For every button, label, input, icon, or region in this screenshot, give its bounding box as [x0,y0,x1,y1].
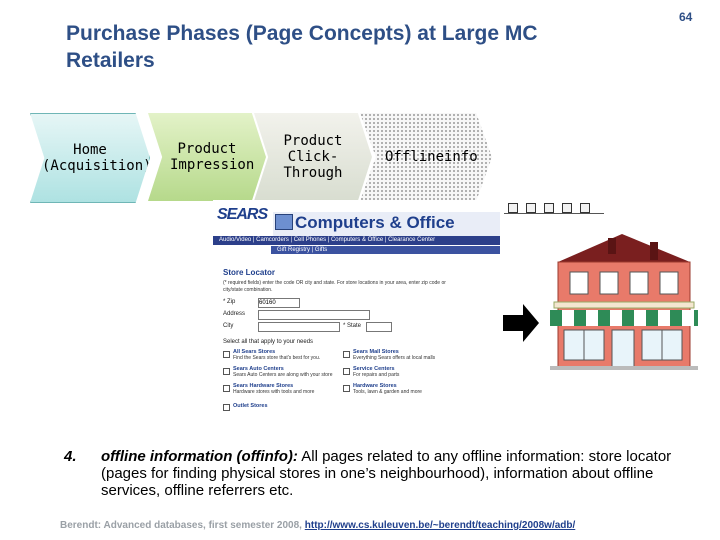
sears-logo: SEARS [217,206,268,223]
computer-icon [275,214,293,230]
phase-product-impression: Product Impression [148,113,266,201]
store-building-icon [550,234,698,370]
city-label: City [223,323,234,329]
state-select[interactable] [366,322,392,332]
checkbox[interactable] [223,404,230,411]
checkbox[interactable] [223,351,230,358]
zip-label: * Zip [223,299,236,305]
right-arrow-icon [503,304,539,342]
divider [504,213,604,214]
phase-product-click-through: Product Click-Through [254,113,372,201]
address-label: Address [223,311,246,317]
account-icon [562,203,572,213]
address-field[interactable] [258,310,370,320]
zip-field[interactable]: 60160 [258,298,300,308]
secondary-nav-links[interactable]: Gift Registry | Gifts [277,247,328,253]
phase-label: Product Impression [170,141,255,173]
toolbar-icons [500,200,620,222]
footer-text: Berendt: Advanced databases, first semes… [60,520,305,531]
phase-home: Home (Acquisition) [30,113,150,203]
secondary-nav: Gift Registry | Gifts [271,246,500,254]
item-description: All pages related to any offline informa… [101,448,672,499]
phase-label: Offlineinfo [385,149,478,165]
phase-label: Home (Acquisition) [42,142,152,174]
help-icon [580,203,590,213]
phase-chevrons: Home (Acquisition) Product Impression Pr… [30,113,500,203]
checkbox[interactable] [223,385,230,392]
item-text: offline information (offinfo): All pages… [101,448,701,499]
city-field[interactable] [258,322,340,332]
primary-nav-links[interactable]: Audio/Video | Camcorders | Cell Phones |… [219,237,436,243]
store-icon [508,203,518,213]
select-label: Select all that apply to your needs [223,339,314,345]
page-number: 64 [679,10,693,24]
phase-offlineinfo: Offlineinfo [360,113,492,201]
checkbox[interactable] [343,368,350,375]
item-number: 4. [64,448,77,465]
state-label: * State [343,323,362,329]
header-band [273,212,500,236]
checkbox[interactable] [343,385,350,392]
checkbox[interactable] [223,368,230,375]
store-locator-title: Store Locator [223,268,276,277]
footer-link[interactable]: http://www.cs.kuleuven.be/~berendt/teach… [304,520,576,531]
slide-title: Purchase Phases (Page Concepts) at Large… [66,22,538,72]
footer: Berendt: Advanced databases, first semes… [60,520,720,531]
phase-label: Product Click-Through [283,133,343,181]
primary-nav: Audio/Video | Camcorders | Cell Phones |… [213,236,500,245]
sears-store-locator-screenshot: SEARS Computers & Office Audio/Video | C… [213,200,500,422]
store-locator-note: (* required fields) enter the code OR ci… [223,280,446,293]
cart-icon [544,203,554,213]
checkbox[interactable] [343,351,350,358]
page-header: Computers & Office [295,213,455,232]
item-term: offline information (offinfo): [101,448,298,465]
home-icon [526,203,536,213]
store-option: Outlet Stores [233,403,268,409]
